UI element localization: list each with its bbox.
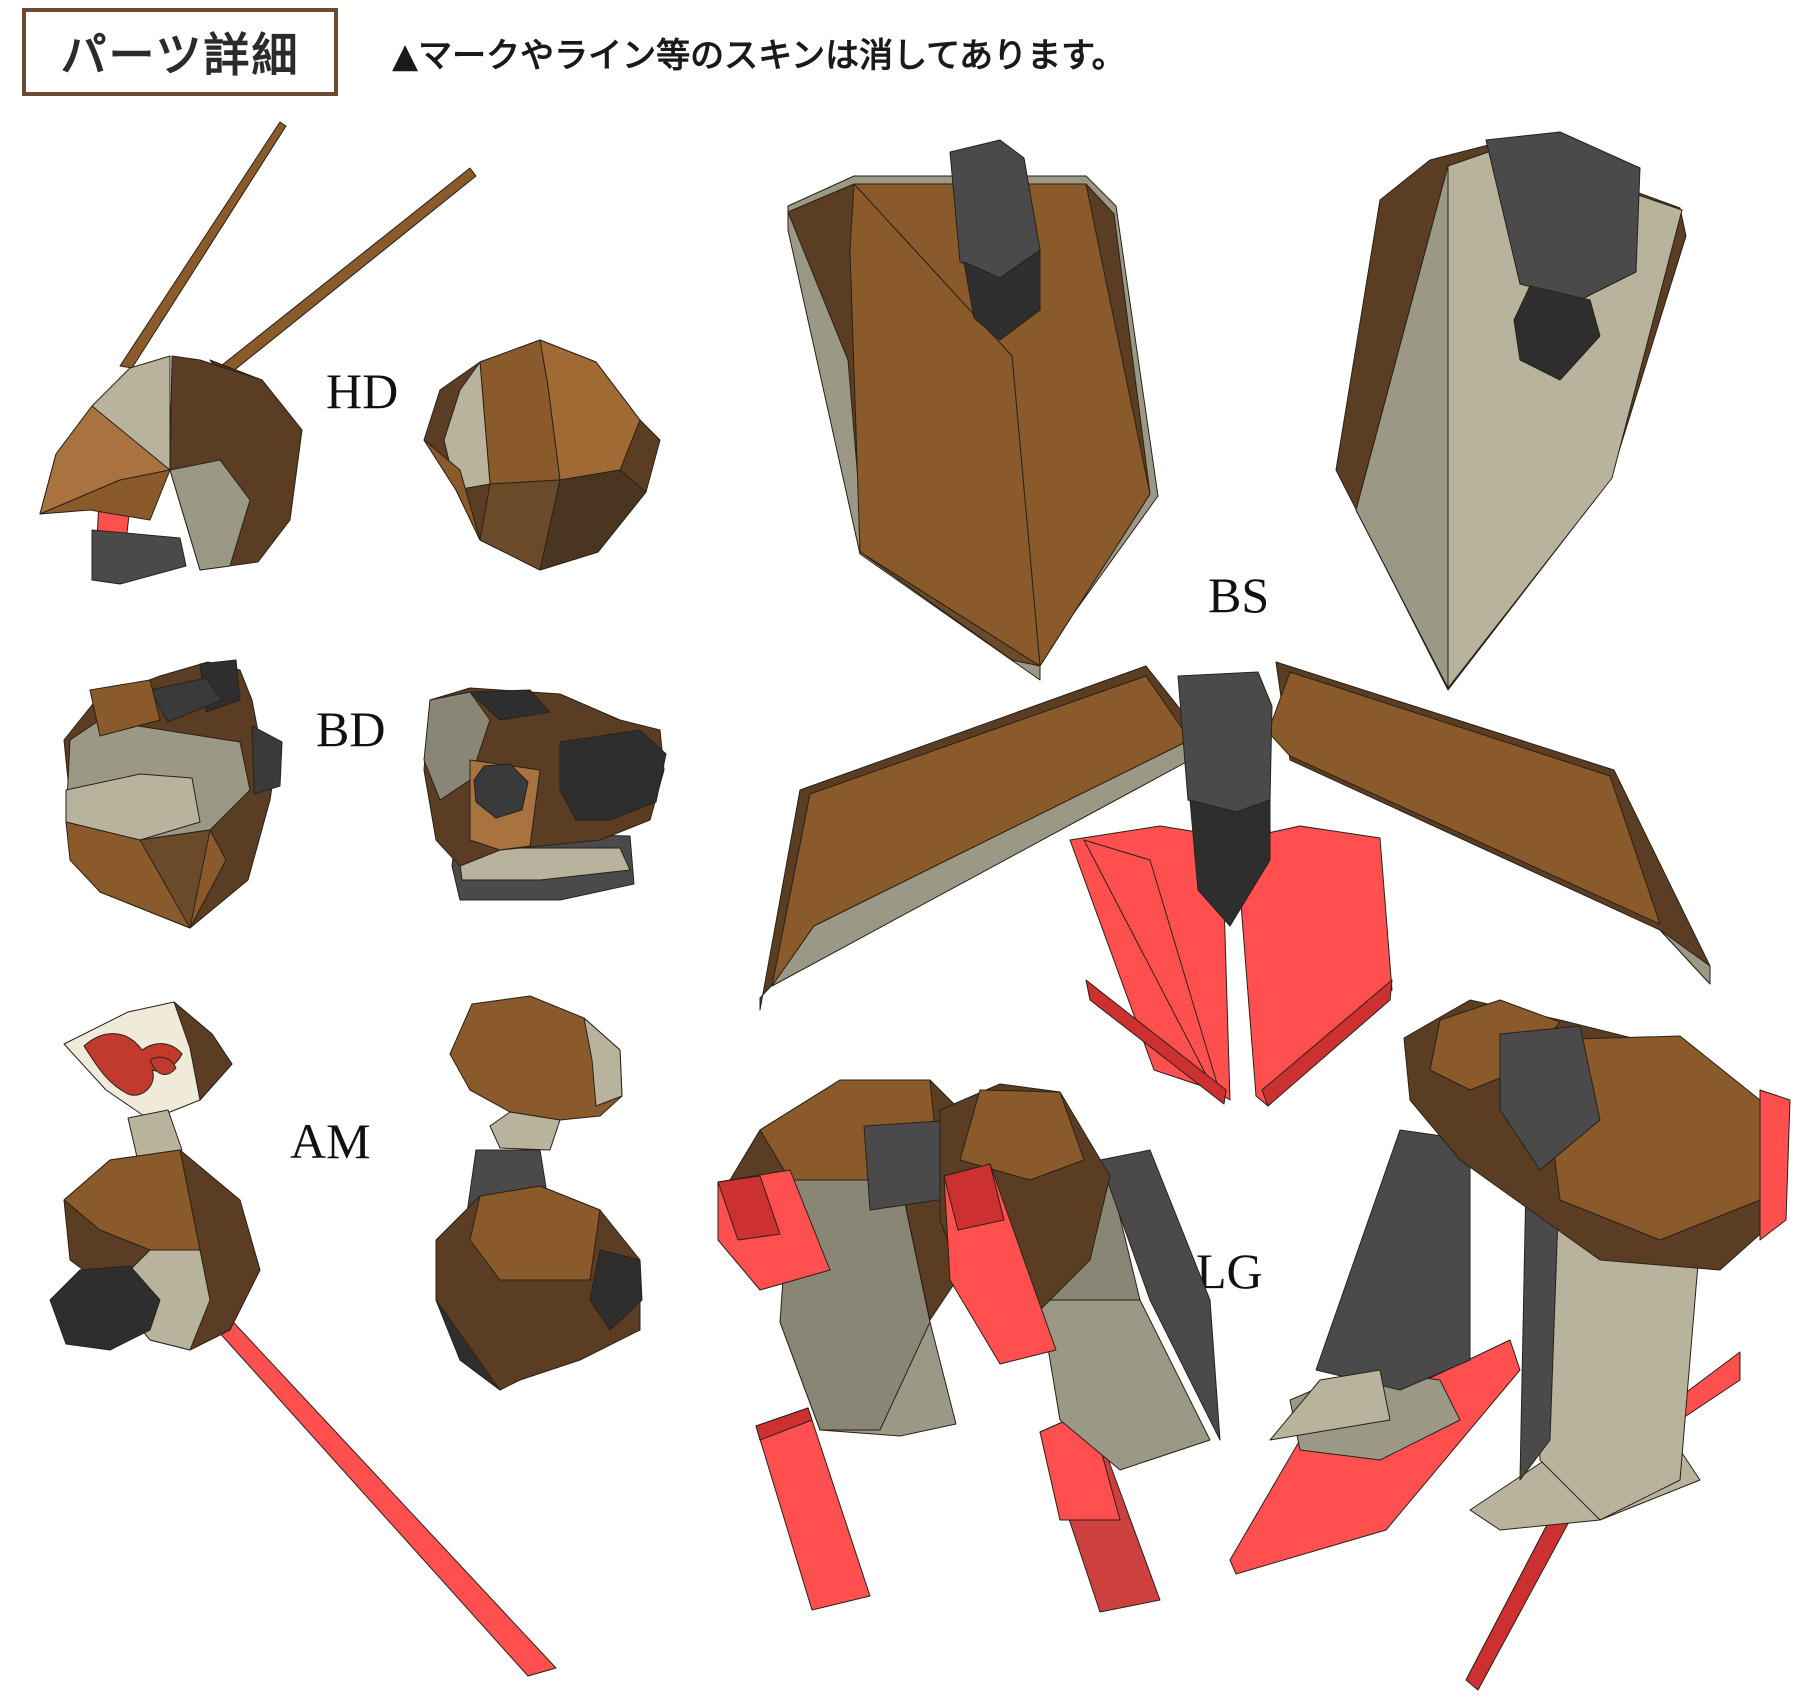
head-part-front [39, 121, 477, 585]
page-title: パーツ詳細 [60, 28, 300, 82]
rear-skirt-wings [759, 661, 1711, 1107]
label-bd: BD [316, 701, 386, 757]
body-part-front [63, 659, 283, 929]
back-shield-left [787, 139, 1159, 681]
arm-part-front [49, 1001, 557, 1677]
label-lg: LG [1196, 1243, 1263, 1299]
label-hd: HD [326, 363, 399, 419]
body-part-side [423, 687, 667, 901]
head-part-rear [423, 339, 661, 571]
leg-part-front-pair [717, 1079, 1221, 1613]
leg-part-side-pair [1229, 999, 1791, 1691]
label-bs: BS [1208, 567, 1270, 623]
arm-part-side [435, 995, 643, 1391]
title-box: パーツ詳細 [22, 8, 338, 96]
skin-removed-note: ▲マークやライン等のスキンは消してあります。 [392, 36, 1126, 76]
label-am: AM [290, 1113, 371, 1169]
back-shield-right [1335, 131, 1687, 691]
